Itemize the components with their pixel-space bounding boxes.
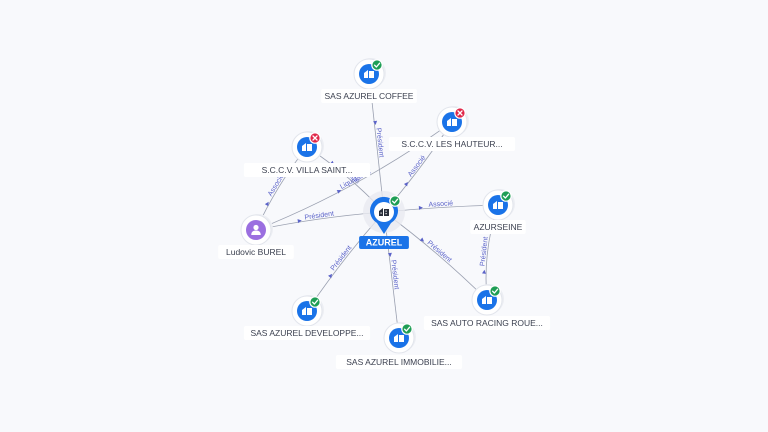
node-label-box: SAS AZUREL COFFEE bbox=[321, 89, 417, 103]
edge-arrow-icon bbox=[297, 219, 302, 224]
edge-label-group: Président bbox=[297, 211, 334, 224]
edge-arrow-icon bbox=[373, 120, 378, 125]
edge-arrow-icon bbox=[336, 189, 342, 194]
building-icon bbox=[302, 307, 312, 315]
node-sas-azurel-immobilie[interactable]: SAS AZUREL IMMOBILIE... bbox=[335, 322, 463, 369]
edge-label-group: Président bbox=[419, 237, 453, 265]
node-label: AZURSEINE bbox=[474, 222, 523, 232]
building-icon bbox=[364, 70, 374, 78]
node-label-box: Ludovic BUREL bbox=[218, 245, 294, 259]
edge-arrow-icon bbox=[328, 273, 333, 279]
edge-arrow-icon bbox=[418, 205, 423, 210]
building-icon bbox=[447, 118, 457, 126]
node-label: SAS AZUREL DEVELOPPE... bbox=[250, 328, 363, 338]
node-label: SAS AUTO RACING ROUE... bbox=[431, 318, 543, 328]
edge-arrow-icon bbox=[387, 252, 392, 258]
edge-label-group: Président bbox=[387, 252, 400, 290]
edge-label: Président bbox=[374, 128, 384, 158]
node-label-box: SAS AUTO RACING ROUE... bbox=[423, 316, 551, 330]
building-icon bbox=[394, 334, 404, 342]
node-label-box: AZURSEINE bbox=[470, 220, 526, 234]
node-sas-azurel-coffee[interactable]: SAS AZUREL COFFEE bbox=[321, 58, 417, 103]
check-icon bbox=[489, 285, 501, 297]
node-ludovic-burel[interactable]: Ludovic BUREL bbox=[218, 214, 294, 259]
edge-label-group: Associé bbox=[264, 173, 286, 207]
edge-label: Président bbox=[389, 260, 399, 290]
node-label: SAS AZUREL COFFEE bbox=[325, 91, 414, 101]
node-label: Ludovic BUREL bbox=[226, 247, 286, 257]
edge-label: Président bbox=[426, 240, 453, 265]
node-s-c-c-v-les-hauteur[interactable]: S.C.C.V. LES HAUTEUR... bbox=[388, 106, 516, 151]
edge-label: Président bbox=[479, 236, 489, 266]
person-icon bbox=[251, 224, 261, 235]
building-icon bbox=[379, 208, 389, 216]
center-label-box bbox=[359, 236, 409, 249]
node-label-box: S.C.C.V. VILLA SAINT... bbox=[243, 163, 371, 177]
check-icon bbox=[401, 323, 413, 335]
edge-label: Associé bbox=[428, 200, 453, 208]
node-azurseine[interactable]: AZURSEINE bbox=[470, 189, 526, 234]
edge-arrow-icon bbox=[419, 237, 425, 242]
node-sas-auto-racing-roue[interactable]: SAS AUTO RACING ROUE... bbox=[423, 284, 551, 330]
edge-label: Associé bbox=[407, 154, 427, 178]
edge-label-group: Président bbox=[479, 236, 490, 274]
node-label: S.C.C.V. VILLA SAINT... bbox=[262, 165, 353, 175]
edge-label: Président bbox=[304, 211, 334, 222]
check-icon bbox=[389, 195, 401, 207]
building-icon bbox=[493, 201, 503, 209]
node-label-box: SAS AZUREL IMMOBILIE... bbox=[335, 355, 463, 369]
node-label-box: SAS AZUREL DEVELOPPE... bbox=[243, 326, 371, 340]
check-icon bbox=[371, 59, 383, 71]
building-icon bbox=[482, 296, 492, 304]
close-icon bbox=[309, 132, 321, 144]
node-label: S.C.C.V. LES HAUTEUR... bbox=[401, 139, 502, 149]
node-label-box: S.C.C.V. LES HAUTEUR... bbox=[388, 137, 516, 151]
check-icon bbox=[500, 190, 512, 202]
edge-arrow-icon bbox=[403, 181, 408, 187]
building-icon bbox=[302, 143, 312, 151]
node-label: SAS AZUREL IMMOBILIE... bbox=[346, 357, 452, 367]
edge-arrow-icon bbox=[482, 269, 486, 274]
node-s-c-c-v-villa-saint[interactable]: S.C.C.V. VILLA SAINT... bbox=[243, 131, 371, 177]
nodes-layer: SAS AZUREL COFFEE S.C.C.V. LES HAUTEUR...… bbox=[218, 58, 551, 369]
close-icon bbox=[454, 107, 466, 119]
center-node[interactable]: AZUREL bbox=[359, 191, 409, 249]
edge-label-group: Associé bbox=[418, 200, 453, 210]
edge-label-group: Président bbox=[328, 245, 354, 279]
edge-arrow-icon bbox=[264, 201, 269, 207]
edge-label-group: Président bbox=[373, 120, 385, 158]
edge-label: Président bbox=[330, 245, 354, 273]
center-label: AZUREL bbox=[366, 238, 403, 248]
edge-label-group: Associé bbox=[403, 154, 427, 187]
check-icon bbox=[309, 296, 321, 308]
node-sas-azurel-developpe[interactable]: SAS AZUREL DEVELOPPE... bbox=[243, 295, 371, 340]
